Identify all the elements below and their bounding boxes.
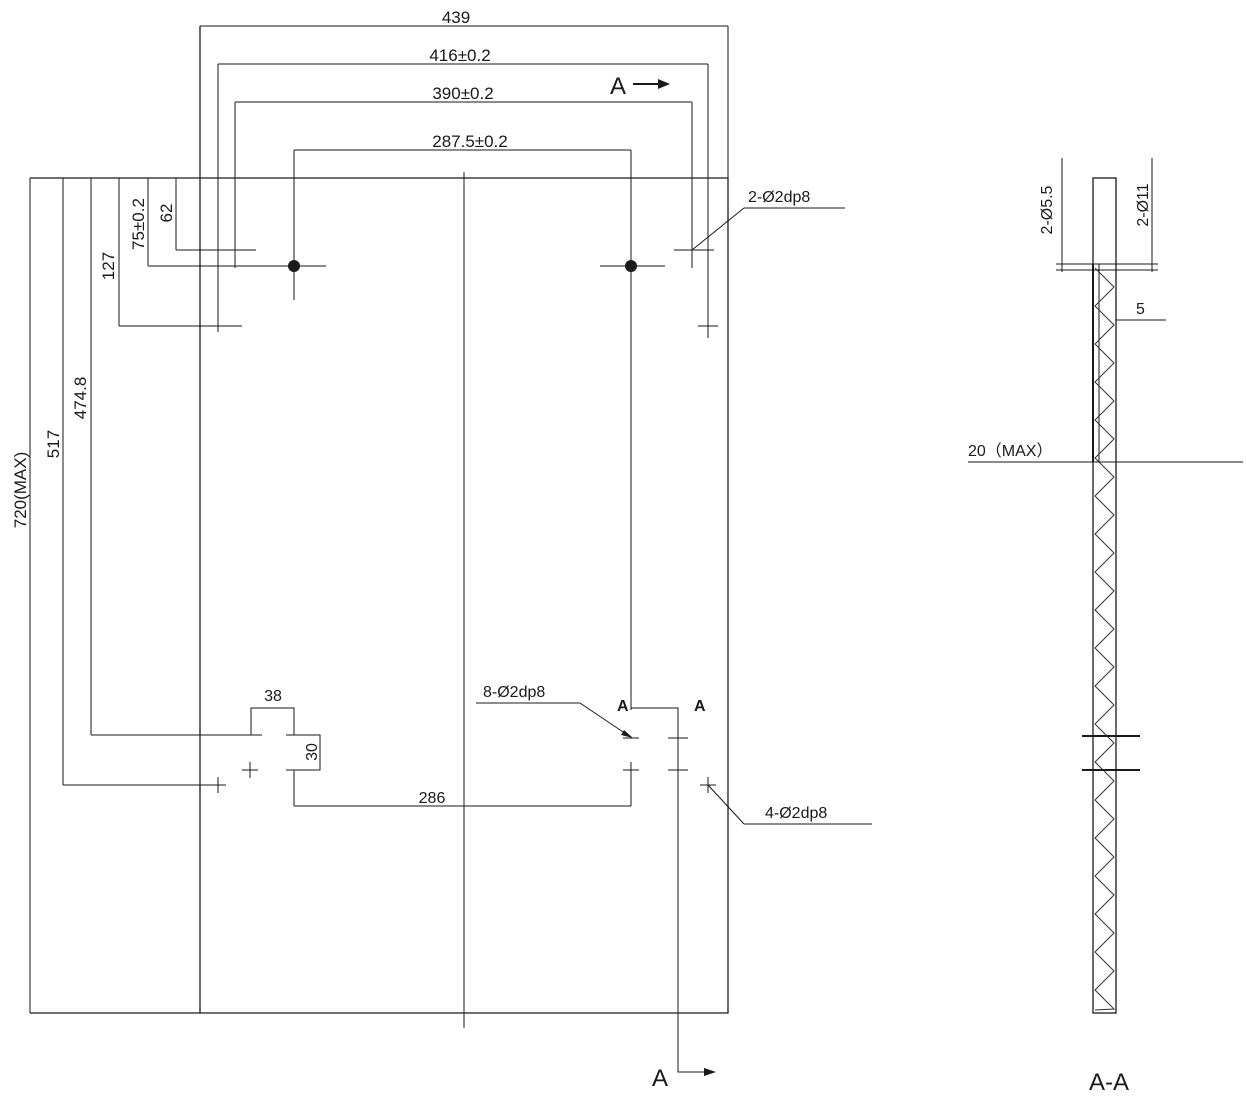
section-view: 2-Ø5.5 2-Ø11 5 20（MAX） A-A bbox=[968, 158, 1243, 1096]
callout-top-holes-label: 2-Ø2dp8 bbox=[748, 189, 810, 206]
dim-top-row-upper-label: 62 bbox=[157, 204, 176, 223]
dim-overall-width: 439 bbox=[200, 8, 729, 178]
dim-thickness-label: 20（MAX） bbox=[968, 442, 1052, 460]
dim-mount-row-label: 75±0.2 bbox=[129, 198, 148, 250]
dim-hole-span-outer-label: 416±0.2 bbox=[429, 46, 490, 65]
dim-bottom-span: 286 bbox=[294, 770, 632, 807]
section-marker-mid-left: A bbox=[617, 698, 629, 715]
dim-hole-small-label: 2-Ø5.5 bbox=[1039, 185, 1056, 234]
callout-center-holes: 8-Ø2dp8 bbox=[476, 684, 633, 738]
section-outline bbox=[1092, 177, 1117, 1014]
dim-bottom-span-label: 286 bbox=[419, 790, 446, 807]
dim-mount-span-label: 287.5±0.2 bbox=[432, 132, 508, 151]
section-marker-top: A bbox=[610, 73, 626, 100]
dim-bottom-row-label: 517 bbox=[44, 430, 63, 458]
dim-hole-large-label: 2-Ø11 bbox=[1135, 183, 1152, 226]
front-view: 439 416±0.2 390±0.2 287.5±0.2 720(MAX) bbox=[11, 8, 872, 1092]
callout-side-holes-label: 4-Ø2dp8 bbox=[765, 805, 827, 822]
dim-flange-label: 5 bbox=[1136, 301, 1145, 318]
dim-small-width-label: 38 bbox=[264, 688, 282, 705]
top-right-holes bbox=[674, 236, 718, 338]
callout-side-holes: 4-Ø2dp8 bbox=[707, 784, 872, 825]
dim-overall-height: 720(MAX) bbox=[11, 178, 31, 1013]
section-marker-bottom: A bbox=[652, 1065, 668, 1092]
dim-mount-span: 287.5±0.2 bbox=[293, 132, 631, 300]
board-outline bbox=[30, 177, 729, 1014]
dim-top-row-lower: 127 bbox=[99, 178, 242, 327]
section-hatching bbox=[1094, 267, 1116, 1011]
mount-hole-right bbox=[600, 150, 665, 710]
dim-top-row-upper: 62 bbox=[157, 178, 256, 251]
section-marker-mid-right: A bbox=[694, 698, 706, 715]
connector-holes: 38 30 bbox=[210, 688, 321, 806]
dim-top-row-lower-label: 127 bbox=[99, 252, 118, 280]
zigzag-path bbox=[1094, 267, 1116, 1011]
dim-mid-row: 474.8 bbox=[71, 178, 255, 736]
center-holes bbox=[623, 737, 716, 793]
dim-bottom-row: 517 bbox=[44, 178, 226, 786]
mount-hole-left bbox=[260, 240, 326, 300]
dim-hole-span-outer: 416±0.2 bbox=[217, 46, 709, 338]
section-cut-line: A A A A bbox=[610, 73, 716, 1092]
dim-mid-row-label: 474.8 bbox=[71, 377, 90, 420]
section-title: A-A bbox=[1089, 1069, 1129, 1096]
callout-center-holes-label: 8-Ø2dp8 bbox=[483, 684, 545, 701]
dim-overall-height-label: 720(MAX) bbox=[11, 452, 30, 529]
dim-small-height-label: 30 bbox=[304, 743, 321, 761]
dim-overall-width-label: 439 bbox=[442, 8, 470, 27]
callout-top-holes: 2-Ø2dp8 bbox=[691, 189, 845, 251]
dim-hole-span-inner-label: 390±0.2 bbox=[432, 84, 493, 103]
